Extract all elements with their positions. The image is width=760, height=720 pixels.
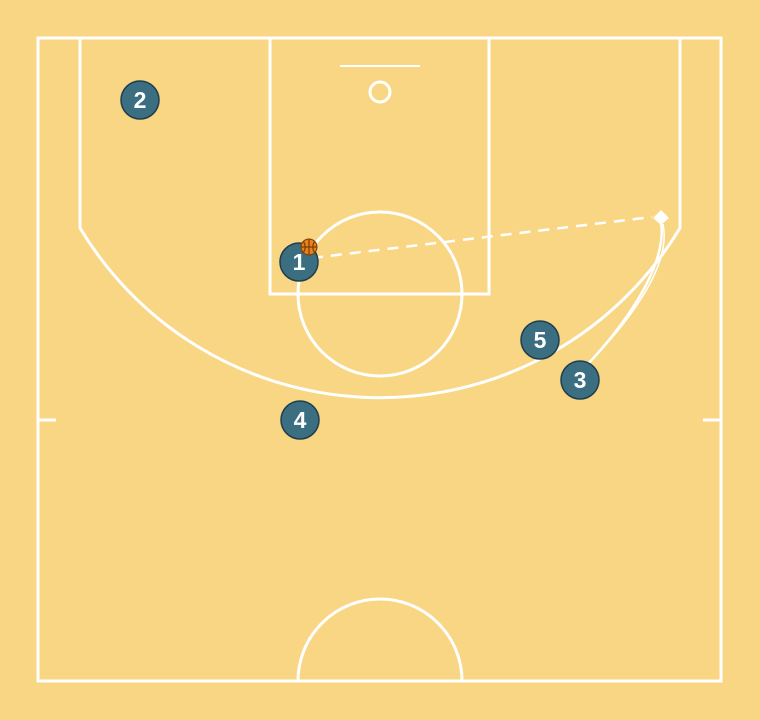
cut-path-player-3-inner [589,223,665,363]
player-2-label: 2 [134,87,147,113]
player-3[interactable]: 3 [560,360,600,400]
player-2-marker [120,80,160,120]
player-4-label: 4 [294,407,307,433]
player-1-label: 1 [293,249,306,275]
three-point-line [78,38,682,400]
player-2[interactable]: 2 [120,80,160,120]
player-5[interactable]: 5 [520,320,560,360]
player-3-label: 3 [574,367,587,393]
free-throw-circle [296,210,464,378]
basketball-icon [300,238,318,256]
cut-arrowhead [653,210,669,225]
player-5-marker [520,320,560,360]
players: 2 1 5 3 4 [120,80,600,440]
ball-seams [301,239,317,255]
player-5-label: 5 [534,327,547,353]
player-3-marker [560,360,600,400]
play-actions [311,210,669,367]
court-lines [36,36,723,683]
player-4-marker [280,400,320,440]
player-4[interactable]: 4 [280,400,320,440]
paint-key [268,36,491,296]
hoop-rim [368,80,392,104]
center-circle [296,597,464,682]
pass-line [311,215,653,260]
